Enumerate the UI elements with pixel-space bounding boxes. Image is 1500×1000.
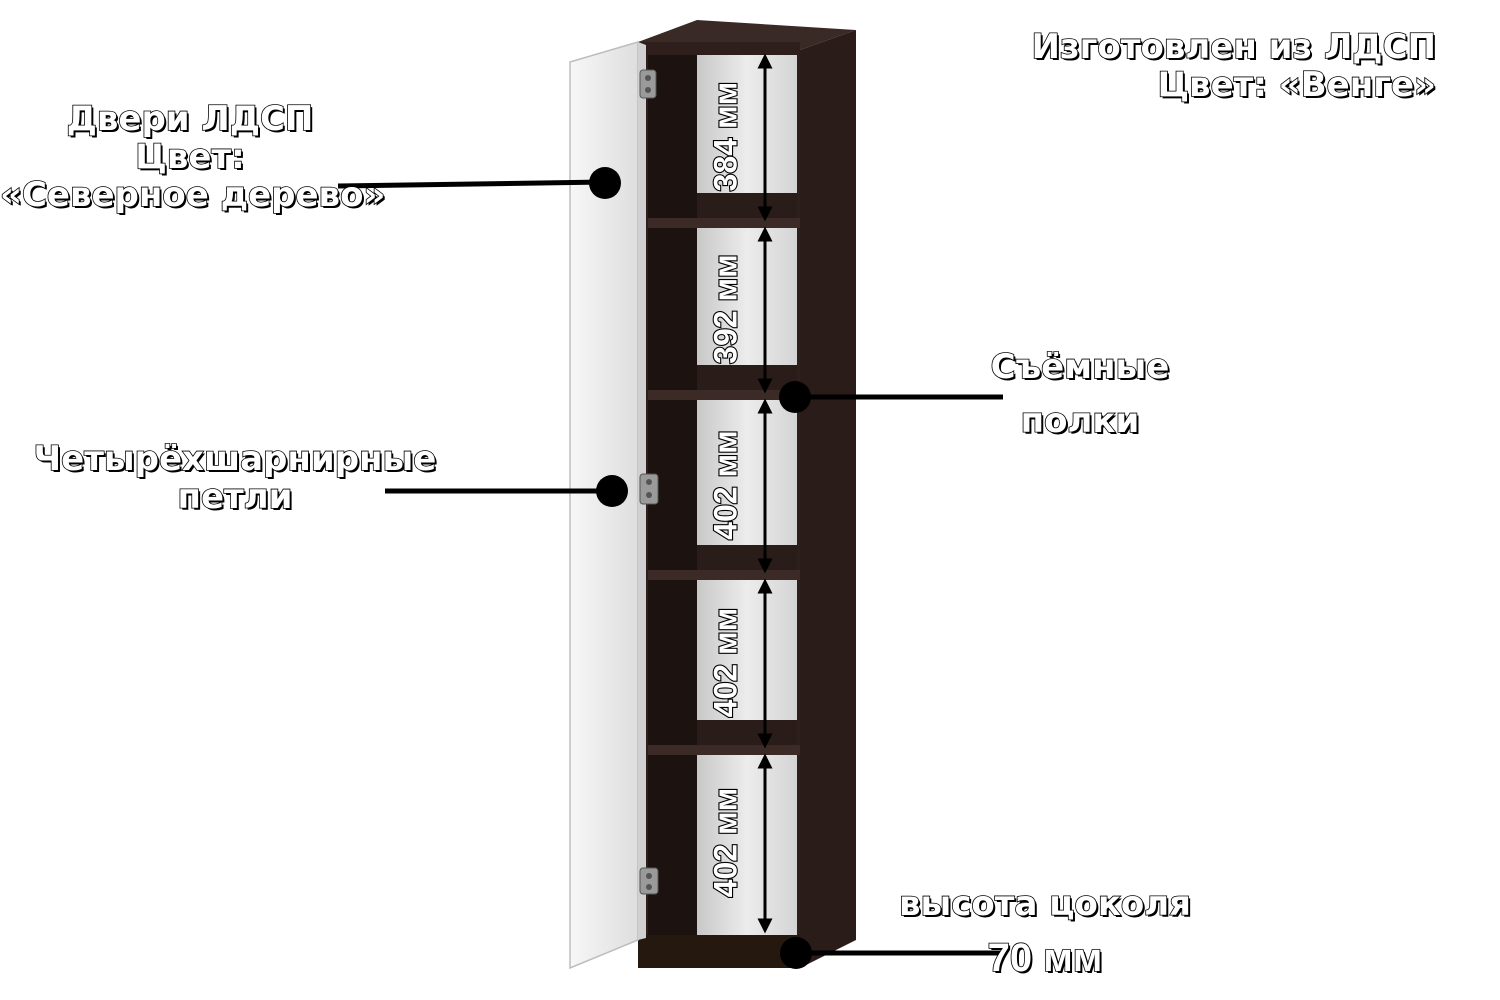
shelves-label-line2: полки bbox=[1020, 401, 1140, 443]
door-label: Двери ЛДСП Цвет: «Северное дерево» bbox=[0, 99, 386, 216]
compartment-height-label: 392 мм bbox=[707, 254, 743, 364]
hinge-icon bbox=[639, 69, 657, 99]
shelves-label-line1: Съёмные bbox=[990, 346, 1170, 388]
material-note-line2: Цвет: «Венге» bbox=[1157, 65, 1437, 106]
plinth-label: высота цоколя 70 мм bbox=[880, 880, 1210, 987]
shelf bbox=[648, 390, 800, 400]
hinges-label-line1: Четырёхшарнирные bbox=[33, 439, 437, 479]
shelf-depth bbox=[697, 720, 797, 745]
pointer-dot-icon bbox=[596, 475, 628, 507]
shelf bbox=[648, 570, 800, 580]
hinges-label: Четырёхшарнирные петли bbox=[20, 439, 450, 518]
compartment-height-label: 402 мм bbox=[707, 430, 743, 540]
door-label-line1: Двери ЛДСП bbox=[66, 99, 314, 139]
plinth-label-line2: 70 мм bbox=[987, 935, 1103, 981]
cabinet-plinth bbox=[638, 935, 800, 968]
shelf-depth bbox=[697, 193, 797, 218]
compartment-height-label: 384 мм bbox=[707, 82, 743, 192]
hinge-icon bbox=[639, 867, 659, 895]
hinges-leader bbox=[385, 475, 628, 507]
door-leader bbox=[337, 167, 621, 199]
shelves-label: Съёмные полки bbox=[960, 340, 1200, 449]
pointer-dot-icon bbox=[779, 381, 811, 413]
hinges-label-line2: петли bbox=[177, 477, 294, 518]
hinge-icon bbox=[639, 473, 659, 505]
cabinet-right-side bbox=[800, 30, 856, 968]
cabinet bbox=[638, 20, 856, 968]
pointer-dot-icon bbox=[780, 937, 812, 969]
plinth-leader bbox=[780, 937, 1003, 969]
door-label-line2: Цвет: bbox=[134, 137, 245, 178]
shelf-depth bbox=[697, 365, 797, 390]
shelf bbox=[648, 218, 800, 228]
compartment-height-label: 402 мм bbox=[707, 608, 743, 718]
plinth-label-line1: высота цоколя bbox=[898, 883, 1192, 925]
compartment-height-label: 402 мм bbox=[707, 788, 743, 898]
pointer-dot-icon bbox=[589, 167, 621, 199]
shelf bbox=[648, 745, 800, 755]
material-note: Изготовлен из ЛДСП Цвет: «Венге» bbox=[1031, 27, 1437, 106]
shelves-leader bbox=[779, 381, 1003, 413]
shelf-depth bbox=[697, 545, 797, 570]
material-note-line1: Изготовлен из ЛДСП bbox=[1031, 27, 1437, 67]
door-label-line3: «Северное дерево» bbox=[0, 175, 386, 216]
